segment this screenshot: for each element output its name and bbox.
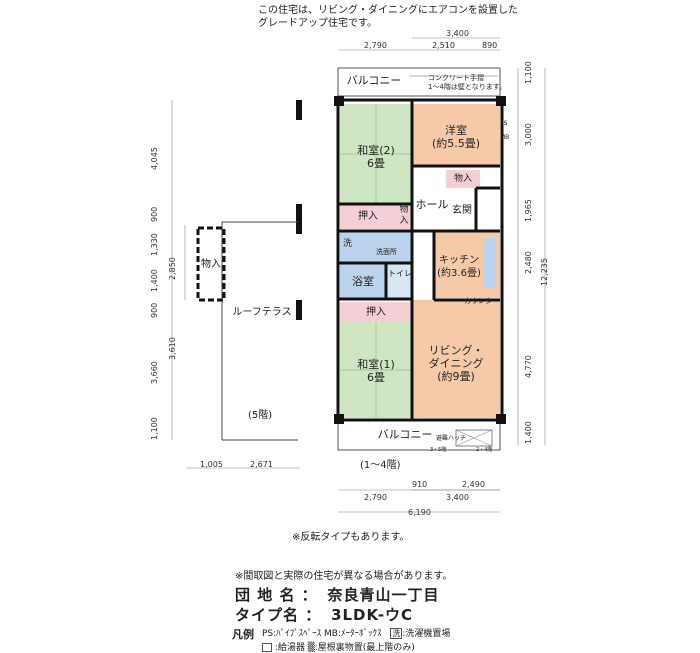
dim-left-bottom-b: 2,671: [250, 460, 273, 469]
balcony-top-label: バルコニー: [346, 74, 402, 87]
dim-left-3: 1,330: [150, 233, 159, 256]
room-toilet-label: トイレ: [388, 269, 412, 278]
dim-left-2: 900: [150, 206, 159, 222]
type-row: タイプ名 ： 3LDK-ウC: [235, 604, 413, 625]
room-wash-label: 洗: [343, 239, 353, 249]
dim-left-9: 1,100: [150, 417, 159, 440]
dim-bottom-d: 3,400: [446, 493, 469, 502]
washroom-area: [340, 232, 412, 262]
dim-right-total: 12,235: [540, 258, 549, 286]
room-washitsu2-label: 和室(2) 6畳: [357, 144, 395, 170]
concrete-note: コンクリート手摺 1～4階は壁となります。: [428, 74, 506, 91]
room-genkan-label: 玄関: [452, 205, 472, 216]
room-counter-label: カウンター: [464, 297, 499, 305]
type-label: タイプ名 ：: [235, 606, 322, 624]
dim-bottom-a: 910: [412, 480, 428, 489]
room-hall-label: ホール: [415, 198, 449, 211]
bath-area: [340, 264, 386, 298]
tatami-lines: [340, 104, 412, 418]
room-yoshitsu-label: 洋室 (約5.5畳): [431, 124, 481, 150]
dim-left-8: 3,660: [150, 361, 159, 384]
hatch-box: [455, 429, 493, 447]
ps-label: PS: [500, 120, 508, 127]
walls: [336, 98, 504, 422]
dim-right-3: 1,965: [524, 199, 533, 222]
monoire-small-area: [396, 205, 412, 229]
dim-right-4: 2,480: [524, 251, 533, 274]
roof-terrace-label: ルーフテラス: [232, 307, 292, 318]
balcony-top-area: [337, 67, 501, 97]
floor-plan: [171, 37, 546, 513]
legend-line1: PS:ﾊﾟｲﾌﾟｽﾍﾟｰｽ MB:ﾒｰﾀｰﾎﾞｯｸｽ 洗:洗濯機置場: [262, 628, 451, 639]
danchi-label: 団 地 名 ：: [235, 586, 318, 604]
dim-bottom-b: 2,490: [462, 480, 485, 489]
danchi-row: 団 地 名 ： 奈良青山一丁目: [235, 584, 440, 605]
roof-terrace-outline: [221, 221, 298, 441]
hatch-label: 避難ハッチ: [436, 435, 467, 442]
outside-storage-label: 物入: [201, 259, 221, 270]
toilet-area: [386, 264, 412, 298]
dim-left-4: 2,850: [168, 257, 177, 280]
dim-left-1: 4,045: [150, 147, 159, 170]
dim-left-bottom-a: 1,005: [200, 460, 223, 469]
hatch-sub1: 3・5階: [430, 447, 447, 453]
oshiire2-area: [340, 302, 412, 322]
living-area: [412, 300, 500, 418]
room-oshiire2-label: 押入: [366, 307, 386, 318]
room-monoire-small-label: 物 入: [399, 205, 409, 226]
room-washroom-label: 洗面所: [376, 248, 397, 256]
dim-top-b: 2,510: [432, 41, 455, 50]
mb-label: MB: [500, 134, 510, 141]
dim-bottom-c: 2,790: [364, 493, 387, 502]
dim-right-2: 3,000: [524, 123, 533, 146]
legend-line2: :給湯器 ▒:屋根裏物置(最上階のみ): [262, 640, 415, 653]
legend-label: 凡例: [232, 628, 254, 641]
reverse-note: ※反転タイプもあります。: [292, 532, 410, 543]
dim-right-1: 1,100: [524, 61, 533, 84]
dim-top-c: 890: [482, 41, 498, 50]
dim-bottom-total: 6,190: [408, 508, 431, 517]
columns: [296, 96, 506, 424]
room-kitchen-label: キッチン (約3.6畳): [437, 255, 481, 279]
fifth-floor-label: (5階): [248, 410, 273, 421]
yoshitsu-area: [412, 104, 500, 166]
dim-top-total: 3,400: [446, 29, 469, 38]
room-monoire-top-label: 物入: [453, 174, 472, 184]
dim-left-5: 1,400: [150, 269, 159, 292]
top-note: この住宅は、リビング・ダイニングにエアコンを設置した グレードアップ住宅です。: [258, 5, 518, 29]
dim-left-7: 3,610: [168, 337, 177, 360]
type-value: 3LDK-ウC: [331, 606, 414, 624]
balcony-bottom-area: [337, 419, 501, 451]
room-bath-label: 浴室: [352, 275, 374, 288]
water-heater-legend-icon: [262, 643, 272, 652]
dim-right-5: 4,770: [524, 355, 533, 378]
danchi-value: 奈良青山一丁目: [327, 586, 440, 604]
room-living-label: リビング・ ダイニング (約9畳): [428, 344, 484, 383]
dimension-lines: [171, 37, 546, 513]
oshiire1-area: [340, 205, 396, 229]
sink-area: [484, 238, 496, 288]
outside-storage: [196, 226, 226, 302]
wash-legend-icon: 洗: [390, 628, 403, 639]
dim-left-6: 900: [150, 302, 159, 318]
disclaimer: ※間取図と実際の住宅が異なる場合があります。: [235, 571, 453, 582]
balcony-bottom-label: バルコニー: [377, 428, 433, 441]
dim-top-a: 2,790: [364, 41, 387, 50]
dim-right-6: 1,400: [524, 421, 533, 444]
first-fourth-floor-label: (1～4階): [360, 460, 401, 471]
monoire-top-area: [446, 170, 480, 188]
room-washitsu1-label: 和室(1) 6畳: [357, 358, 395, 384]
hatch-sub2: 2・4階: [476, 447, 493, 453]
room-oshiire1-label: 押入: [358, 211, 378, 222]
